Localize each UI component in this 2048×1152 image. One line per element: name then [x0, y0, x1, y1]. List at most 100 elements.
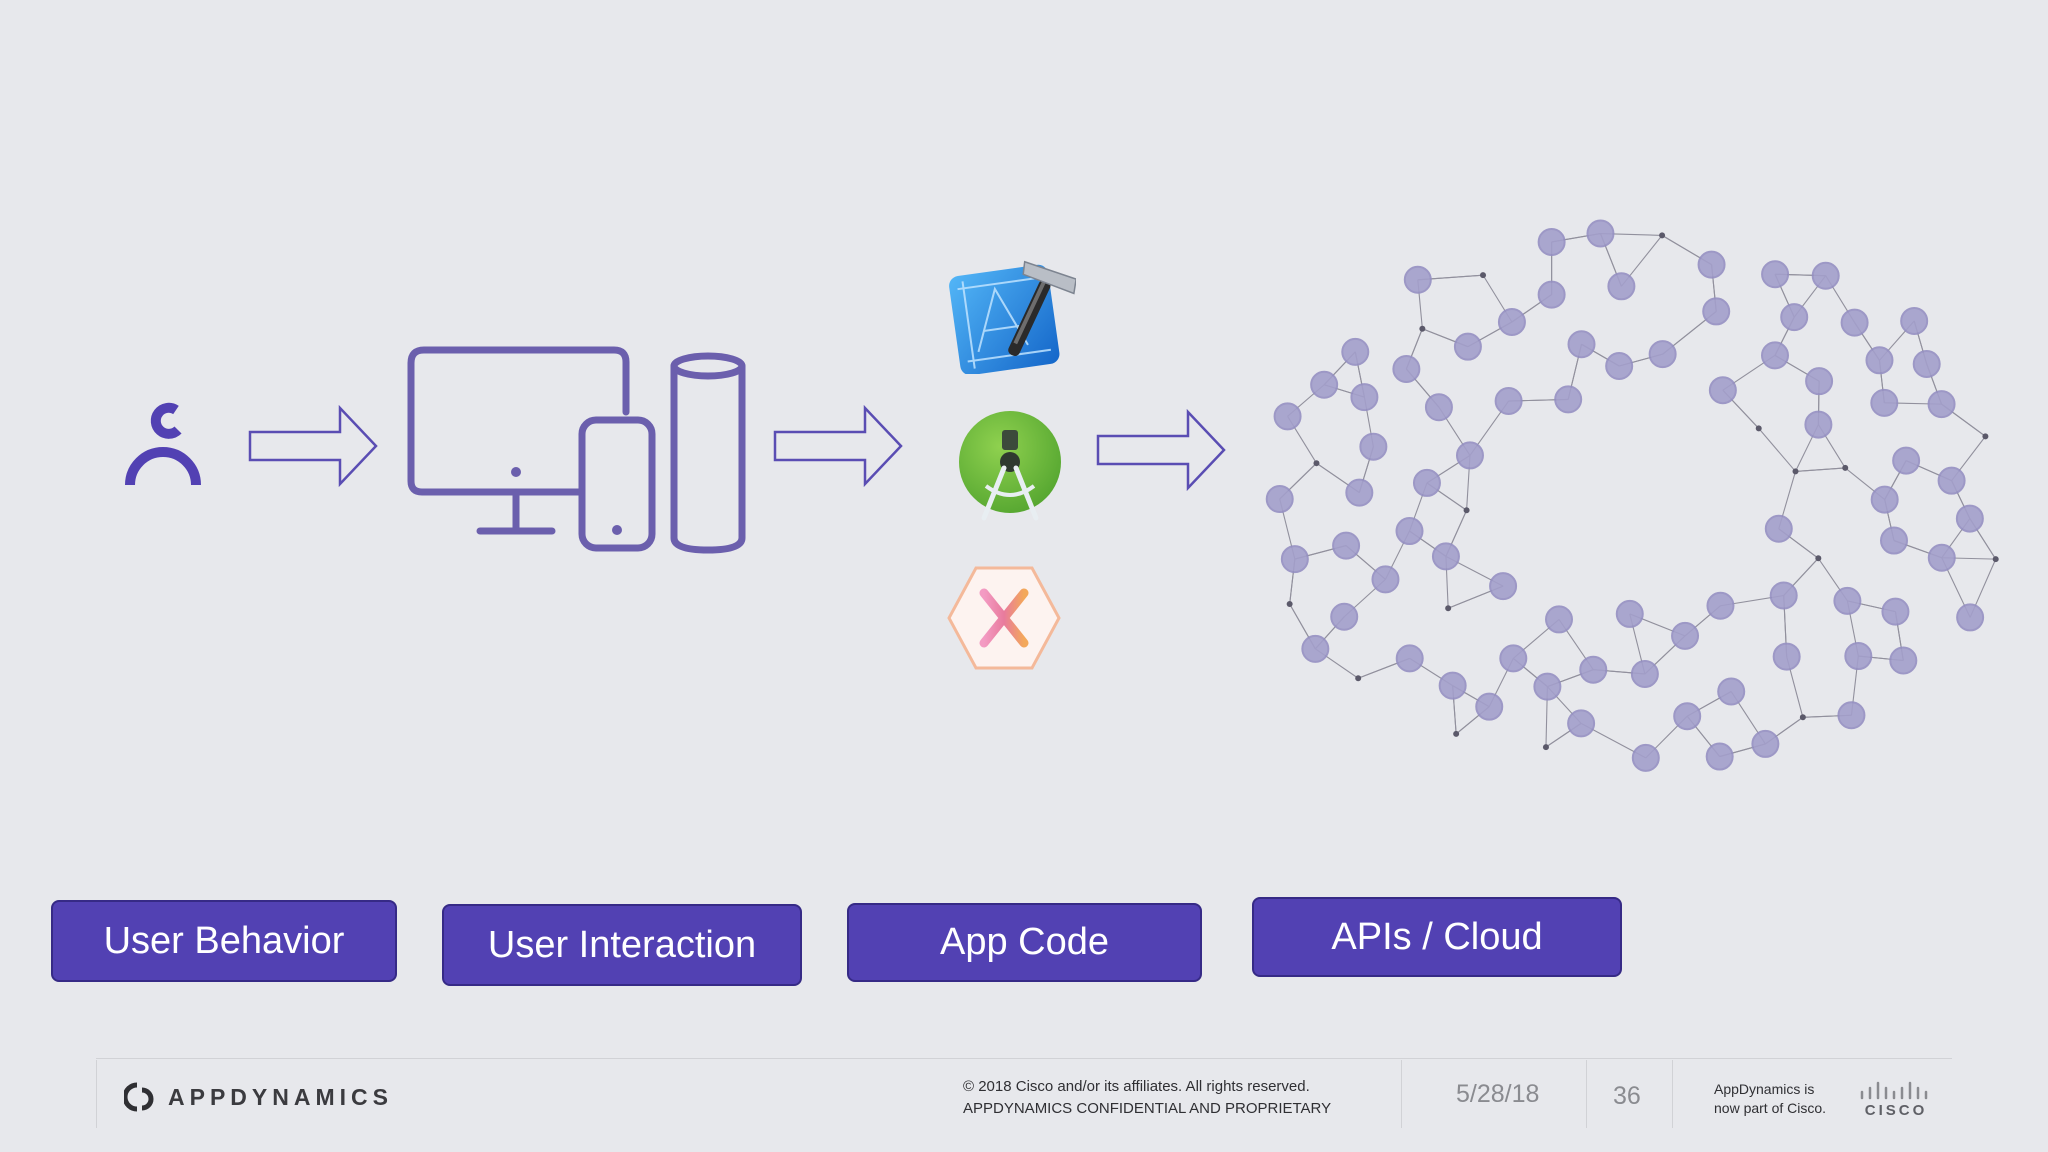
network-node — [1912, 349, 1941, 378]
network-graph-icon — [1265, 219, 1999, 772]
right-arrow-icon — [773, 404, 903, 488]
xcode-icon — [949, 260, 1076, 374]
network-node — [1332, 531, 1361, 560]
network-node — [1607, 272, 1636, 301]
network-node — [1769, 581, 1798, 610]
xamarin-icon — [947, 566, 1061, 670]
user-interaction-label: User Interaction — [487, 923, 757, 966]
network-node — [1892, 446, 1921, 475]
network-node — [1579, 655, 1608, 684]
network-node — [1412, 468, 1441, 497]
network-node — [1673, 702, 1702, 731]
network-node — [1537, 280, 1566, 309]
network-node — [1341, 337, 1370, 366]
network-node — [1533, 672, 1562, 701]
network-node — [1717, 677, 1746, 706]
network-node — [1865, 346, 1894, 375]
network-node — [1392, 354, 1421, 383]
network-node — [1438, 671, 1467, 700]
network-node — [1842, 464, 1849, 471]
apis-cloud-button[interactable]: APIs / Cloud — [1252, 897, 1622, 977]
network-edge — [1758, 427, 1796, 472]
network-node — [1630, 659, 1659, 688]
network-edge — [1795, 467, 1846, 472]
cisco-bars-icon — [1860, 1081, 1928, 1100]
network-node — [1605, 352, 1634, 381]
user-behavior-button[interactable]: User Behavior — [51, 900, 397, 982]
network-node — [1424, 393, 1453, 422]
network-node — [1927, 390, 1956, 419]
network-node — [1395, 644, 1424, 673]
copyright-line: © 2018 Cisco and/or its affiliates. All … — [963, 1078, 1310, 1095]
network-node — [1280, 545, 1309, 574]
network-node — [1881, 597, 1910, 626]
network-node — [1567, 330, 1596, 359]
network-node — [1760, 341, 1789, 370]
network-node — [1870, 485, 1899, 514]
network-node — [1751, 729, 1780, 758]
network-node — [1706, 591, 1735, 620]
cisco-logo: CISCO — [1858, 1080, 1934, 1120]
network-node — [1805, 367, 1834, 396]
app-code-button[interactable]: App Code — [847, 903, 1202, 982]
person-icon — [125, 402, 201, 486]
network-node — [1359, 432, 1388, 461]
network-node — [1355, 675, 1362, 682]
network-node — [1286, 601, 1293, 608]
network-node — [1671, 621, 1700, 650]
cisco-wordmark: CISCO — [1864, 1102, 1928, 1119]
footer-divider — [96, 1058, 1952, 1059]
network-node — [1927, 543, 1956, 572]
network-node — [1697, 250, 1726, 279]
network-node — [1615, 599, 1644, 628]
network-node — [1345, 478, 1374, 507]
network-node — [1330, 602, 1359, 631]
appdynamics-logo: APPDYNAMICS — [124, 1082, 393, 1112]
network-node — [1879, 526, 1908, 555]
network-node — [1489, 572, 1518, 601]
devices-icon — [407, 346, 746, 554]
network-node — [1811, 261, 1840, 290]
network-node — [1494, 387, 1523, 416]
network-node — [1772, 642, 1801, 671]
page-number: 36 — [1613, 1082, 1641, 1110]
network-node — [1310, 370, 1339, 399]
network-node — [1431, 542, 1460, 571]
network-node — [1648, 340, 1677, 369]
confidential-line: APPDYNAMICS CONFIDENTIAL AND PROPRIETARY — [963, 1100, 1332, 1117]
copyright-notice: © 2018 Cisco and/or its affiliates. All … — [963, 1076, 1331, 1120]
network-node — [1395, 517, 1424, 546]
network-node — [1463, 507, 1470, 514]
network-node — [1313, 460, 1320, 467]
cisco-note-line: now part of Cisco. — [1714, 1100, 1827, 1116]
network-node — [1900, 306, 1929, 335]
network-node — [1419, 325, 1426, 332]
network-node — [1659, 232, 1666, 239]
user-interaction-button[interactable]: User Interaction — [442, 904, 802, 986]
user-behavior-label: User Behavior — [103, 919, 345, 962]
network-node — [1815, 555, 1822, 562]
network-node — [1804, 410, 1833, 439]
network-node — [1708, 376, 1737, 405]
network-node — [1301, 634, 1330, 663]
android-studio-icon — [959, 411, 1061, 521]
network-node — [1453, 332, 1482, 361]
footer-separator — [96, 1060, 97, 1128]
network-node — [1982, 433, 1989, 440]
network-node — [1455, 441, 1484, 470]
network-node — [1403, 265, 1432, 294]
footer-separator — [1401, 1060, 1402, 1128]
network-node — [1761, 260, 1790, 289]
network-node — [1844, 642, 1873, 671]
network-node — [1631, 743, 1660, 772]
slide-date: 5/28/18 — [1456, 1080, 1540, 1108]
network-node — [1273, 402, 1302, 431]
network-node — [1542, 744, 1549, 751]
network-node — [1799, 714, 1806, 721]
footer-separator — [1672, 1060, 1673, 1128]
network-node — [1480, 272, 1487, 279]
network-node — [1567, 709, 1596, 738]
network-node — [1792, 468, 1799, 475]
network-node — [1956, 603, 1985, 632]
